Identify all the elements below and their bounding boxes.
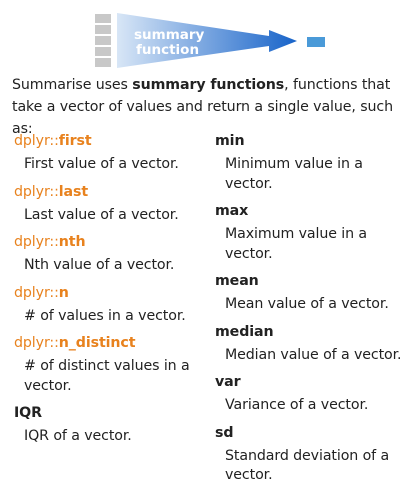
function-description: Nth value of a vector. bbox=[24, 257, 175, 273]
function-identifier: n_distinct bbox=[58, 335, 136, 351]
function-name: dplyr::last bbox=[14, 181, 204, 203]
diagram-label-function: function bbox=[136, 42, 199, 58]
output-cell bbox=[307, 37, 325, 47]
function-name: median bbox=[215, 321, 410, 343]
input-cell bbox=[95, 36, 111, 45]
function-identifier: max bbox=[215, 203, 249, 219]
function-description: Maximum value in a vector. bbox=[225, 226, 368, 262]
function-description: Standard deviation of a vector. bbox=[225, 447, 390, 484]
function-name: IQR bbox=[14, 402, 204, 424]
function-description: # of values in a vector. bbox=[24, 307, 186, 324]
function-name: mean bbox=[215, 270, 410, 292]
function-description: Median value of a vector. bbox=[225, 346, 402, 363]
summary-arrow bbox=[117, 13, 297, 68]
input-column bbox=[95, 14, 111, 67]
function-description: Mean value of a vector. bbox=[225, 296, 389, 312]
function-identifier: median bbox=[215, 323, 274, 340]
function-identifier: IQR bbox=[14, 405, 42, 421]
function-description: IQR of a vector. bbox=[24, 428, 132, 444]
function-description: Minimum value in a vector. bbox=[225, 156, 363, 192]
summary-functions-term: summary functions bbox=[132, 77, 285, 93]
function-description: First value of a vector. bbox=[24, 156, 179, 172]
summary-function-diagram: summary function bbox=[95, 13, 325, 68]
function-description: Variance of a vector. bbox=[225, 397, 369, 413]
function-name: min bbox=[215, 130, 410, 152]
package-prefix: dplyr:: bbox=[14, 183, 59, 200]
function-identifier: min bbox=[215, 133, 245, 149]
package-prefix: dplyr:: bbox=[14, 234, 59, 250]
function-identifier: var bbox=[215, 374, 241, 390]
input-cell bbox=[95, 14, 111, 23]
diagram-label-summary: summary bbox=[134, 27, 205, 43]
input-cell bbox=[95, 58, 111, 67]
function-name: sd bbox=[215, 422, 410, 444]
function-name: dplyr::n bbox=[14, 282, 204, 304]
function-name: max bbox=[215, 200, 410, 222]
function-description: # of distinct values in a vector. bbox=[24, 358, 190, 394]
package-prefix: dplyr:: bbox=[14, 284, 59, 301]
input-cell bbox=[95, 25, 111, 34]
function-name: var bbox=[215, 371, 410, 393]
function-identifier: first bbox=[58, 133, 92, 149]
function-name: dplyr::nth bbox=[14, 231, 204, 253]
function-name: dplyr::first bbox=[14, 130, 204, 152]
package-prefix: dplyr:: bbox=[14, 335, 59, 351]
function-identifier: mean bbox=[215, 273, 259, 289]
package-prefix: dplyr:: bbox=[14, 133, 59, 149]
input-cell bbox=[95, 47, 111, 56]
intro-paragraph: Summarise uses summary functions, functi… bbox=[12, 77, 394, 137]
function-description: Last value of a vector. bbox=[24, 206, 179, 223]
function-identifier: nth bbox=[58, 234, 86, 250]
function-identifier: last bbox=[58, 183, 89, 200]
function-identifier: n bbox=[58, 284, 69, 301]
function-name: dplyr::n_distinct bbox=[14, 332, 204, 354]
